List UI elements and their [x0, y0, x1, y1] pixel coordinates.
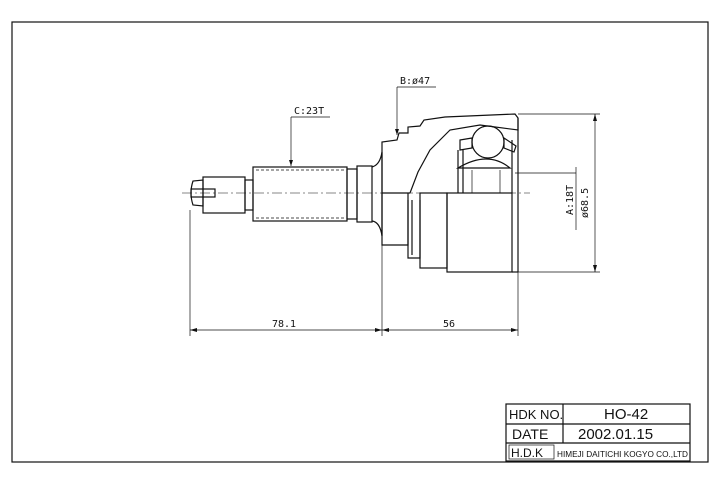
spline-c-label: C:23T — [294, 106, 324, 117]
part-no-label: HDK NO. — [509, 407, 563, 422]
date-value: 2002.01.15 — [578, 426, 653, 443]
spline-a-label: A:18T — [565, 185, 576, 215]
company-name: HIMEJI DAITICHI KOGYO CO.,LTD — [557, 449, 688, 459]
company-logo: H.D.K — [511, 446, 543, 460]
length-housing-label: 56 — [443, 319, 455, 330]
length-shaft-label: 78.1 — [272, 319, 296, 330]
housing-section — [381, 113, 519, 272]
dimensions — [189, 86, 600, 336]
title-block: HDK NO. HO-42 DATE 2002.01.15 H.D.K HIME… — [505, 403, 691, 462]
part-no-value: HO-42 — [604, 406, 648, 423]
date-label: DATE — [512, 426, 548, 442]
diameter-b-label: B:ø47 — [400, 76, 430, 87]
housing-exterior — [381, 192, 518, 273]
shaft — [190, 151, 383, 237]
outer-diameter-label: ø68.5 — [580, 188, 591, 218]
drawing-frame — [11, 21, 709, 463]
